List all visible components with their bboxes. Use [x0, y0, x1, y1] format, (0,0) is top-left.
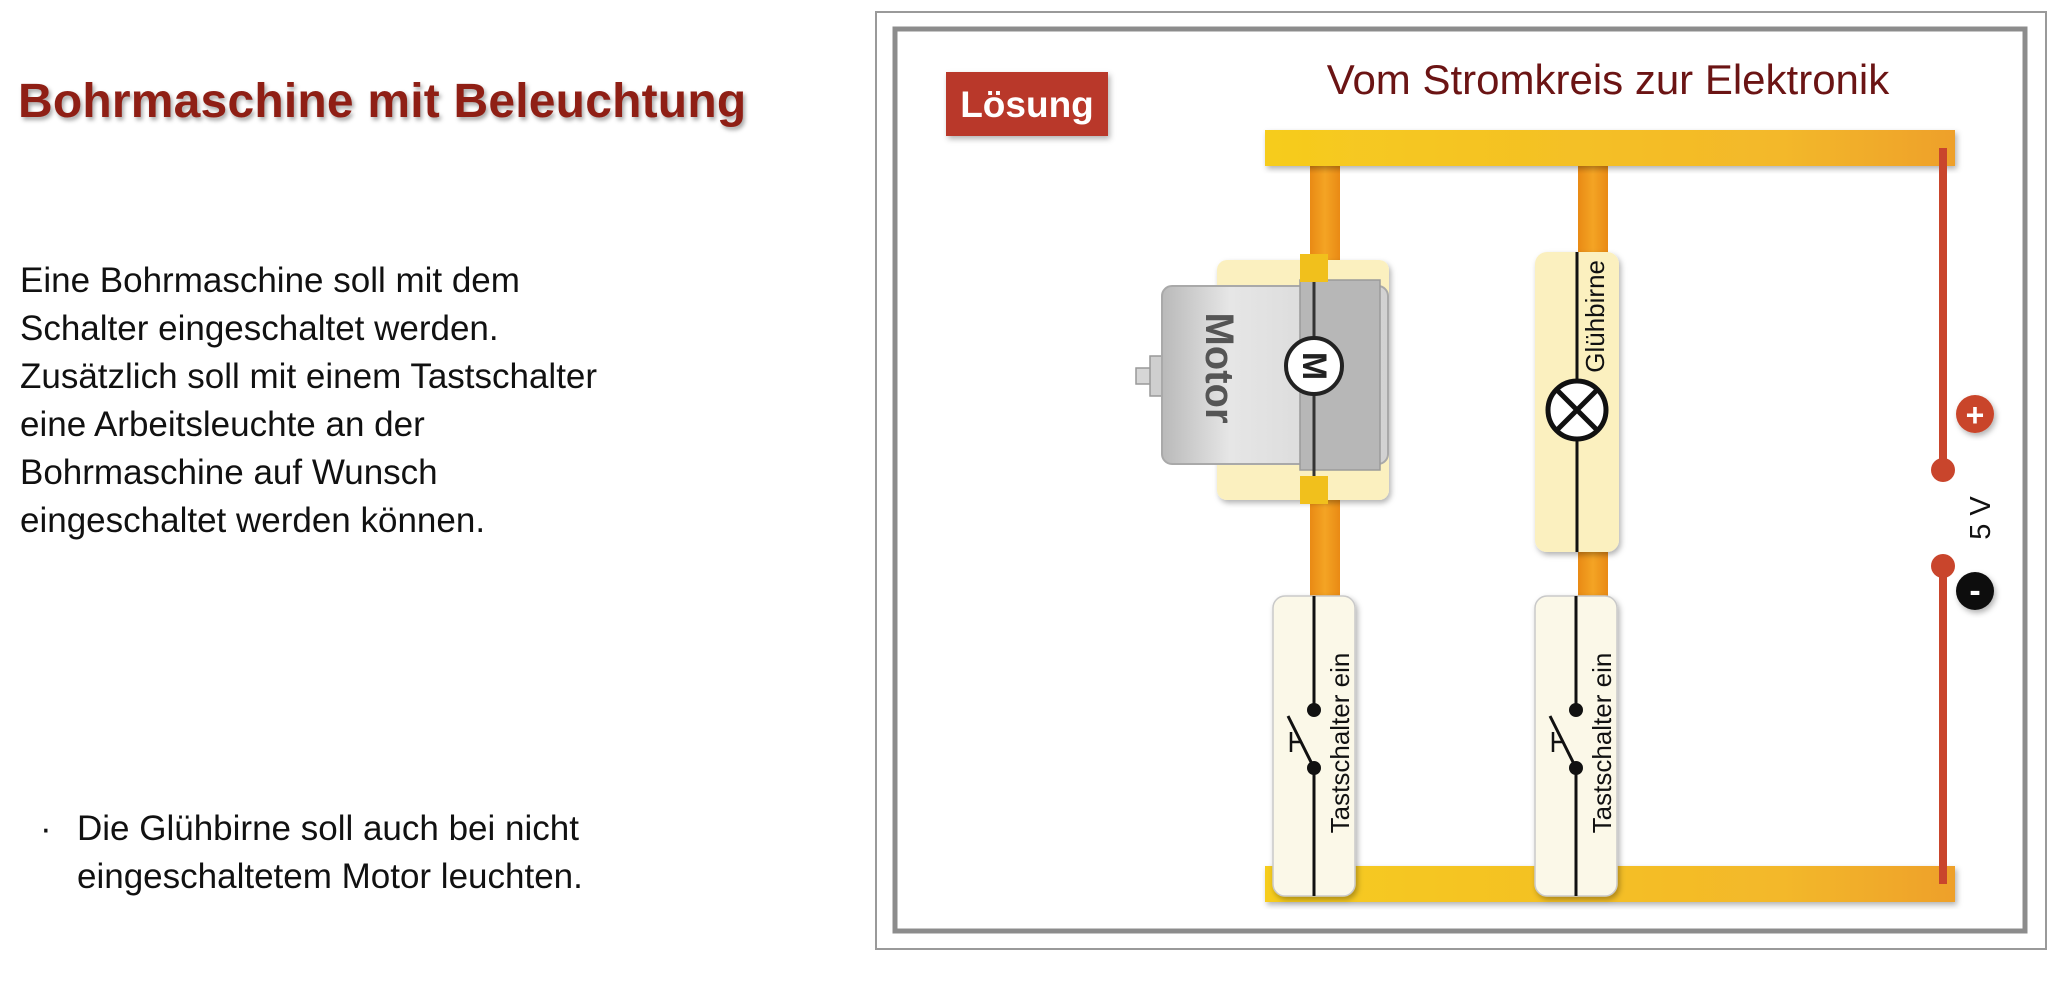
solution-badge	[946, 72, 1108, 136]
motor-label: Motor	[1197, 312, 1241, 423]
switch-right-contact-top	[1569, 703, 1583, 717]
task-description: Eine Bohrmaschine soll mit dem Schalter …	[20, 257, 597, 545]
lamp-cross-b	[1555, 388, 1599, 432]
motor-symbol: M	[1295, 352, 1333, 380]
switch-right-label: Tastschalter ein	[1587, 653, 1617, 834]
lamp-component: Glühbirne	[1535, 252, 1619, 552]
push-switch-left: Tastschalter ein	[1272, 595, 1356, 897]
plus-icon	[1956, 395, 1994, 433]
minus-icon	[1956, 572, 1994, 610]
hint-list: · Die Glühbirne soll auch bei nicht eing…	[40, 805, 717, 901]
motor-connector-top	[1300, 254, 1328, 282]
plus-symbol: +	[1966, 397, 1985, 433]
switch-left-contact-top	[1307, 703, 1321, 717]
motor-symbol-icon	[1284, 336, 1344, 396]
solution-badge-label: Lösung	[960, 84, 1094, 125]
hint-line: Die Glühbirne soll auch bei nicht	[77, 809, 579, 848]
description-line: Bohrmaschine auf Wunsch	[20, 453, 438, 492]
lamp-label: Glühbirne	[1580, 260, 1610, 373]
description-line: eingeschaltet werden können.	[20, 501, 486, 540]
description-line: Eine Bohrmaschine soll mit dem	[20, 261, 520, 300]
minus-terminal	[1931, 554, 1955, 578]
description-line: eine Arbeitsleuchte an der	[20, 405, 425, 444]
hint-item: · Die Glühbirne soll auch bei nicht eing…	[40, 805, 717, 901]
plus-terminal	[1931, 458, 1955, 482]
top-rail	[1265, 130, 1955, 166]
page-title: Bohrmaschine mit Beleuchtung	[18, 75, 747, 128]
switch-left-label: Tastschalter ein	[1325, 653, 1355, 834]
push-switch-right: Tastschalter ein	[1534, 595, 1618, 897]
description-line: Schalter eingeschaltet werden.	[20, 309, 499, 348]
motor-component: M Motor	[1135, 254, 1389, 504]
hint-line: eingeschaltetem Motor leuchten.	[77, 857, 583, 896]
bullet-icon: ·	[40, 809, 52, 848]
diagram-title: Vom Stromkreis zur Elektronik	[1327, 56, 1890, 103]
motor-connector-bottom	[1300, 476, 1328, 504]
diagram-frame-inner	[892, 26, 2028, 934]
description-line: Zusätzlich soll mit einem Tastschalter	[20, 357, 598, 396]
voltage-label: 5 V	[1965, 496, 1997, 540]
wire-left-middle	[1310, 500, 1340, 604]
minus-symbol: -	[1969, 572, 1980, 610]
